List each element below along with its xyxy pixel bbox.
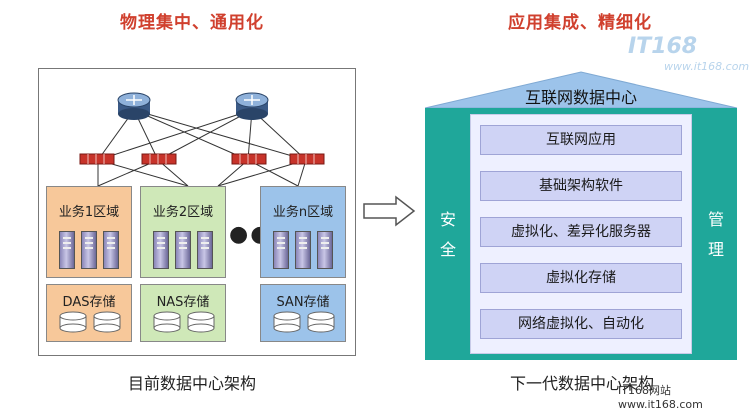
footer-watermark: IT168网站 www.it168.com (618, 384, 703, 411)
server-icon (295, 231, 311, 269)
layer-infrastructure-software: 基础架构软件 (480, 171, 682, 201)
it168-watermark-logo: IT168 (628, 34, 698, 59)
management-label: 管 理 (701, 205, 731, 265)
router-icon (117, 92, 151, 120)
security-char-1: 安 (439, 210, 456, 229)
layer-virtual-storage: 虚拟化存储 (480, 263, 682, 293)
layer-virtual-servers: 虚拟化、差异化服务器 (480, 217, 682, 247)
left-heading: 物理集中、通用化 (120, 13, 264, 33)
server-icon (273, 231, 289, 269)
management-char-2: 理 (707, 240, 724, 259)
security-label: 安 全 (433, 205, 463, 265)
arrow-right-icon (363, 195, 416, 227)
right-caption: 下一代数据中心架构 (510, 374, 655, 393)
it168-watermark-url: www.it168.com (664, 60, 750, 73)
storage-das-label: DAS存储 (62, 295, 116, 310)
disk-icon (187, 311, 215, 333)
disk-icon (307, 311, 335, 333)
disk-icon (153, 311, 181, 333)
storage-das: DAS存储 (46, 284, 132, 342)
network-topology (79, 92, 325, 187)
zone-n: 业务n区域 (260, 186, 346, 278)
disk-row (59, 311, 335, 333)
storage-san: SAN存储 (260, 284, 346, 342)
management-char-1: 管 (707, 210, 724, 229)
disk-icon (273, 311, 301, 333)
firewall-icon (231, 153, 267, 165)
zone-n-label: 业务n区域 (272, 205, 334, 220)
server-icon (153, 231, 169, 269)
right-heading: 应用集成、精细化 (508, 13, 652, 33)
security-char-2: 全 (439, 240, 456, 259)
router-icon (235, 92, 269, 120)
layer-network-virtualization: 网络虚拟化、自动化 (480, 309, 682, 339)
firewall-icon (141, 153, 177, 165)
server-icon (175, 231, 191, 269)
server-icon (197, 231, 213, 269)
server-icon (59, 231, 75, 269)
firewall-icon (79, 153, 115, 165)
server-icon (317, 231, 333, 269)
zone-1: 业务1区域 (46, 186, 132, 278)
zone-1-label: 业务1区域 (58, 205, 120, 220)
server-icon (81, 231, 97, 269)
zone-2: 业务2区域 (140, 186, 226, 278)
storage-san-label: SAN存储 (276, 295, 330, 310)
datacenter-title: 互联网数据中心 (524, 88, 637, 107)
disk-icon (93, 311, 121, 333)
zone-2-label: 业务2区域 (152, 205, 214, 220)
storage-nas: NAS存储 (140, 284, 226, 342)
disk-icon (59, 311, 87, 333)
storage-nas-label: NAS存储 (156, 295, 210, 310)
server-icon (103, 231, 119, 269)
layer-internet-apps: 互联网应用 (480, 125, 682, 155)
left-caption: 目前数据中心架构 (128, 374, 257, 393)
firewall-icon (289, 153, 325, 165)
